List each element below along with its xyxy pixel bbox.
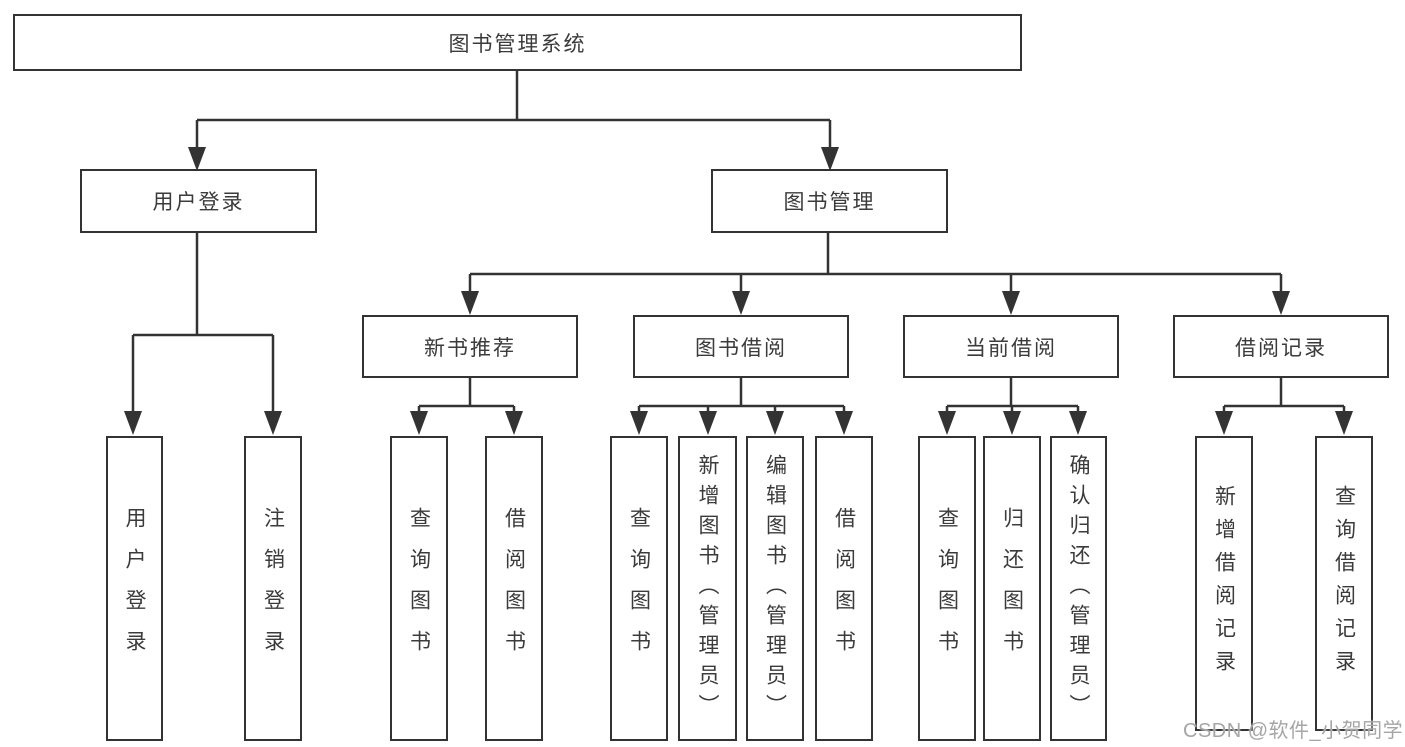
leaf-label: 查询借阅记录	[1332, 484, 1356, 683]
leaf-borrow-books-recommend: 借阅图书	[485, 436, 543, 741]
leaf-add-books-admin: 新增图书（管理员）	[678, 436, 737, 741]
leaf-query-borrow-record: 查询借阅记录	[1315, 436, 1373, 731]
leaf-edit-books-admin: 编辑图书（管理员）	[746, 436, 804, 741]
leaf-label: 注销登录	[261, 506, 285, 671]
watermark: CSDN @软件_小贺同学	[1183, 720, 1404, 742]
node-label: 图书管理	[783, 191, 876, 214]
leaf-query-books-current: 查询图书	[918, 436, 976, 741]
node-label: 用户登录	[152, 191, 245, 214]
node-label: 新书推荐	[424, 336, 516, 360]
leaf-label: 查询图书	[627, 506, 651, 671]
node-book-borrowing: 图书借阅	[633, 315, 849, 378]
leaf-confirm-return-admin: 确认归还（管理员）	[1050, 436, 1107, 741]
node-label: 借阅记录	[1235, 336, 1327, 360]
leaf-label: 借阅图书	[502, 506, 526, 671]
leaf-label: 新增借阅记录	[1212, 484, 1236, 683]
leaf-query-books-recommend: 查询图书	[390, 436, 448, 741]
leaf-label: 查询图书	[935, 506, 959, 671]
leaf-label: 新增图书（管理员）	[696, 453, 719, 724]
leaf-return-books: 归还图书	[983, 436, 1041, 741]
node-label: 图书管理系统	[448, 32, 587, 56]
leaf-borrow-books-borrowing: 借阅图书	[815, 436, 873, 741]
leaf-label: 编辑图书（管理员）	[763, 453, 787, 724]
leaf-label: 查询图书	[407, 506, 431, 671]
node-label: 图书借阅	[695, 336, 787, 360]
node-borrowing-records: 借阅记录	[1173, 315, 1389, 378]
leaf-user-login: 用户登录	[106, 436, 163, 741]
leaf-label: 借阅图书	[832, 506, 856, 671]
node-book-management: 图书管理	[711, 169, 948, 233]
leaf-label: 确认归还（管理员）	[1067, 453, 1090, 724]
leaf-label: 用户登录	[123, 506, 146, 671]
leaf-add-borrow-record: 新增借阅记录	[1195, 436, 1253, 731]
leaf-query-books-borrowing: 查询图书	[610, 436, 668, 741]
node-label: 当前借阅	[965, 336, 1057, 360]
node-library-management-system: 图书管理系统	[13, 14, 1022, 71]
leaf-label: 归还图书	[1000, 506, 1024, 671]
leaf-logout: 注销登录	[244, 436, 302, 741]
arrowhead-group	[124, 147, 1353, 435]
node-user-login: 用户登录	[80, 169, 317, 233]
node-current-borrowing: 当前借阅	[903, 315, 1119, 378]
node-new-book-recommendation: 新书推荐	[362, 315, 578, 378]
